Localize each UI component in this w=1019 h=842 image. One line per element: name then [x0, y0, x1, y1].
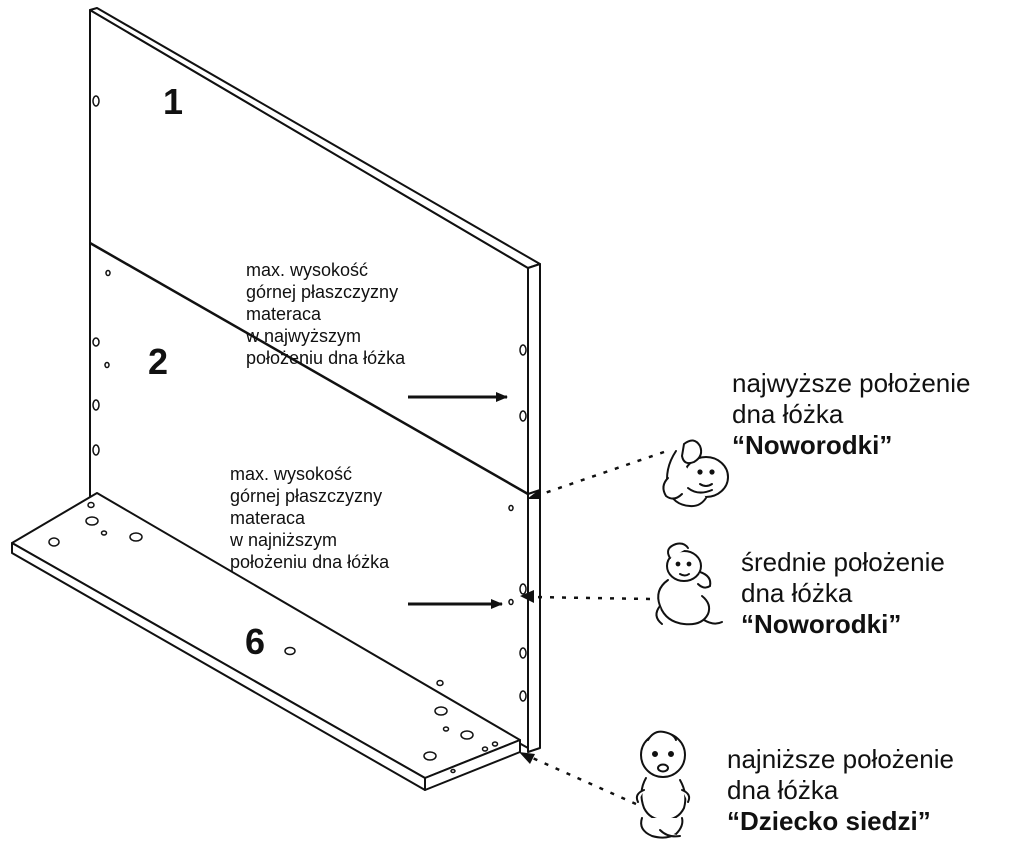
position-lowest: najniższe położenie dna łóżka “Dziecko s… [727, 744, 954, 837]
child-sitting-icon [635, 730, 691, 839]
leader-middle [531, 595, 651, 601]
position-highest: najwyższe położenie dna łóżka “Noworodki… [732, 368, 970, 461]
note-line: materaca [230, 508, 306, 528]
part-number-1: 1 [163, 81, 184, 122]
newborn-lying-icon [662, 439, 729, 508]
position-label: “Noworodki” [741, 609, 902, 639]
part-number-2: 2 [148, 341, 169, 382]
infant-crawling-icon [655, 542, 723, 626]
board-holes [48, 501, 499, 774]
dotted-leaders [527, 450, 665, 806]
position-line: dna łóżka [727, 775, 839, 805]
note-line: w najwyższym [246, 326, 362, 346]
position-line: dna łóżka [732, 399, 844, 429]
leader-highest [535, 450, 665, 498]
note-line: max. wysokość [230, 464, 353, 484]
note-line: górnej płaszczyzny [230, 486, 383, 506]
panel-holes [92, 95, 527, 702]
note-line: górnej płaszczyzny [246, 282, 399, 302]
note-line: materaca [246, 304, 322, 324]
note-line: położeniu dna łóżka [246, 348, 406, 368]
leader-arrowheads [519, 489, 541, 764]
position-middle: średnie położenie dna łóżka “Noworodki” [741, 547, 945, 640]
note-lowest-mattress: max. wysokość górnej płaszczyzny materac… [230, 463, 389, 573]
position-label: “Noworodki” [732, 430, 893, 460]
position-line: dna łóżka [741, 578, 853, 608]
panel-edge-side [527, 263, 541, 753]
position-line: średnie położenie [741, 547, 945, 577]
panel-seam [89, 241, 529, 496]
part-number-6: 6 [245, 621, 266, 662]
bottom-board [11, 492, 521, 791]
note-line: położeniu dna łóżka [230, 552, 390, 572]
leader-lowest [527, 754, 637, 806]
note-line: w najniższym [230, 530, 338, 550]
position-line: najniższe położenie [727, 744, 954, 774]
position-label: “Dziecko siedzi” [727, 806, 931, 836]
note-highest-mattress: max. wysokość górnej płaszczyzny materac… [246, 259, 405, 369]
board-side-edge [424, 739, 521, 791]
position-line: najwyższe położenie [732, 368, 971, 398]
note-line: max. wysokość [246, 260, 369, 280]
